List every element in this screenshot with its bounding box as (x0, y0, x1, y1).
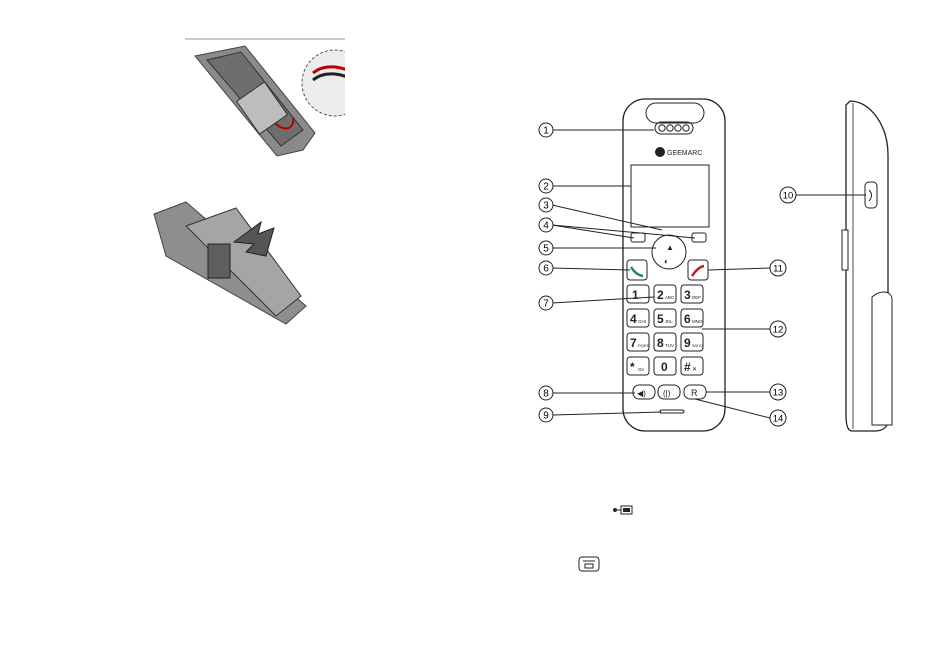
belt-clip (872, 292, 892, 425)
svg-text:1: 1 (632, 288, 639, 302)
svg-text:PQRS: PQRS (638, 343, 650, 348)
svg-text:7: 7 (543, 299, 549, 310)
display-screen (631, 165, 709, 227)
callout-3: 3 (539, 198, 553, 212)
svg-text:4: 4 (630, 312, 637, 326)
key-5: 5 JKL (654, 309, 676, 327)
key-star: * On (627, 357, 649, 375)
svg-text:WXYZ: WXYZ (692, 343, 704, 348)
svg-text:6: 6 (684, 312, 691, 326)
key-8: 8 TUV (654, 333, 676, 351)
svg-text:MNO: MNO (692, 319, 703, 324)
battery-compartment-photo (185, 38, 345, 158)
callout-1: 1 (539, 123, 553, 137)
svg-text:JKL: JKL (665, 319, 673, 324)
handset-front-diagram: GEEMARC ▲ ◐ 1 2 ABC (530, 95, 800, 435)
key-6: 6 MNO (681, 309, 703, 327)
svg-text:TUV: TUV (665, 343, 674, 348)
speaker-icon: ◀) (637, 389, 646, 398)
svg-text:ABC: ABC (665, 295, 675, 300)
callout-9: 9 (539, 408, 553, 422)
svg-text:8: 8 (657, 336, 664, 350)
svg-text:6: 6 (543, 264, 549, 275)
key-4: 4 GHI (627, 309, 649, 327)
charging-icon (612, 503, 634, 515)
callout-5: 5 (539, 241, 553, 255)
svg-text:9: 9 (543, 411, 549, 422)
svg-text:R: R (691, 388, 698, 398)
callout-8: 8 (539, 386, 553, 400)
battery-cover-photo (146, 196, 314, 328)
svg-text:▲: ▲ (666, 243, 674, 252)
callout-2: 2 (539, 179, 553, 193)
side-volume-key (842, 230, 848, 270)
key-2: 2 ABC (654, 285, 676, 303)
svg-text:3: 3 (543, 201, 549, 212)
svg-text:On: On (638, 367, 645, 372)
svg-text:8: 8 (543, 389, 549, 400)
callout-10: 10 (780, 187, 796, 203)
svg-text:5: 5 (657, 312, 664, 326)
navigation-key (652, 235, 686, 269)
key-hash: # ✕ (681, 357, 703, 375)
brand-logo (655, 147, 665, 157)
svg-text:3: 3 (684, 288, 691, 302)
brand-label: GEEMARC (667, 150, 702, 157)
key-3: 3 DEF (681, 285, 703, 303)
svg-text:10: 10 (783, 191, 794, 202)
callout-4: 4 (539, 218, 553, 232)
svg-text:9: 9 (684, 336, 691, 350)
svg-text:7: 7 (630, 336, 637, 350)
mute-ringer-icon: ✕ (692, 367, 697, 373)
callout-7: 7 (539, 296, 553, 310)
callout-6: 6 (539, 261, 553, 275)
menu-key-icon (578, 556, 600, 572)
svg-text:DEF: DEF (692, 295, 701, 300)
svg-text:0: 0 (661, 360, 668, 374)
svg-text:2: 2 (657, 288, 664, 302)
svg-text:#: # (684, 360, 691, 374)
svg-text:GHI: GHI (638, 319, 646, 324)
key-9: 9 WXYZ (681, 333, 704, 351)
key-7: 7 PQRS (627, 333, 650, 351)
handset-side-diagram: 10 (770, 95, 900, 435)
svg-text:2: 2 (543, 182, 549, 193)
svg-text:4: 4 (543, 221, 549, 232)
svg-text:5: 5 (543, 244, 549, 255)
svg-text:1: 1 (543, 126, 549, 137)
key-0: 0 (654, 357, 676, 375)
svg-text:*: * (630, 360, 635, 374)
boost-icon: (|) (663, 389, 671, 398)
key-1: 1 (627, 285, 649, 303)
svg-text:◐: ◐ (664, 257, 669, 266)
